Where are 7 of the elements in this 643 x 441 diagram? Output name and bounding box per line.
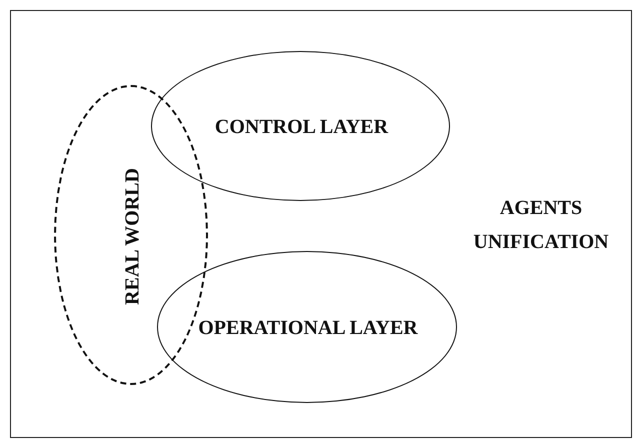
ellipse-label: REAL WORLD	[122, 167, 144, 307]
frame-label: AGENTS UNIFICATION	[472, 196, 610, 255]
layer-ellipse	[157, 251, 457, 403]
layer-ellipse	[151, 51, 450, 201]
layer-label: OPERATIONAL LAYER	[197, 317, 419, 340]
layer-label: CONTROL LAYER	[214, 116, 390, 139]
diagram-frame	[10, 10, 632, 438]
